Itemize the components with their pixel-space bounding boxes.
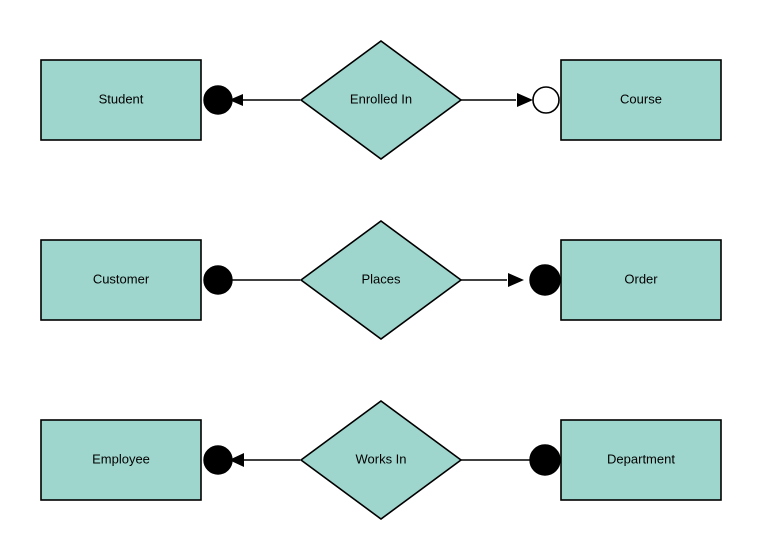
cardinality-marker-filled-row2-right (529, 264, 561, 296)
cardinality-marker-hollow-row1-right (532, 86, 560, 114)
arrow-head-left-row1 (229, 94, 243, 106)
entity-box-student[interactable] (40, 59, 202, 141)
relationship-diamond-places[interactable] (299, 220, 463, 340)
entity-box-department[interactable] (560, 419, 722, 501)
arrow-head-left-row3 (229, 453, 244, 467)
relationship-diamond-works-in[interactable] (299, 400, 463, 520)
cardinality-marker-filled-row2-left (203, 265, 233, 295)
cardinality-marker-filled-row3-left (203, 445, 233, 475)
entity-box-employee[interactable] (40, 419, 202, 501)
relationship-row-2: Customer Places Order (40, 220, 722, 340)
cardinality-marker-filled-row1-left (203, 85, 233, 115)
relationship-row-1: Student Enrolled In Course (40, 40, 722, 160)
entity-box-order[interactable] (560, 239, 722, 321)
relationship-diamond-enrolled-in[interactable] (299, 40, 463, 160)
cardinality-marker-filled-row3-right (529, 444, 561, 476)
entity-box-course[interactable] (560, 59, 722, 141)
arrow-head-right-row1 (517, 93, 533, 107)
relationship-row-3: Employee Works In Department (40, 400, 722, 520)
arrow-head-right-row2 (508, 273, 524, 287)
entity-box-customer[interactable] (40, 239, 202, 321)
